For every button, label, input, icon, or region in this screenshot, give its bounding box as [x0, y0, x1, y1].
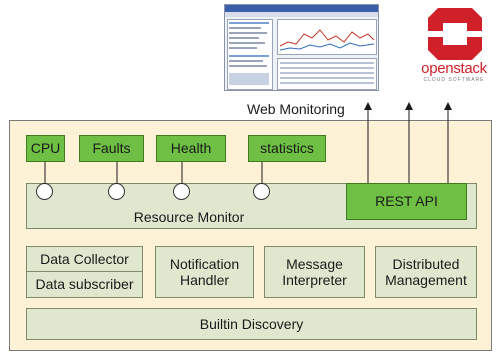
rest-api-module: REST API: [346, 183, 467, 220]
web-monitoring-screenshot: [224, 4, 379, 91]
cpu-module: CPU: [26, 135, 65, 162]
message-interpreter: Message Interpreter: [264, 246, 365, 298]
data-collector-group: Data Collector Data subscriber: [26, 246, 143, 298]
data-collector: Data Collector: [27, 247, 142, 272]
notification-handler: Notification Handler: [155, 246, 254, 298]
openstack-tagline: CLOUD SOFTWARE: [423, 77, 485, 83]
resource-monitor-label: Resource Monitor: [133, 208, 245, 225]
faults-module: Faults: [79, 135, 144, 162]
builtin-discovery: Builtin Discovery: [26, 308, 477, 340]
openstack-wordmark: openstack: [421, 60, 487, 77]
health-module: Health: [156, 135, 226, 162]
openstack-cube-icon: [428, 8, 482, 60]
data-subscriber: Data subscriber: [35, 276, 134, 293]
statistics-module: statistics: [248, 135, 326, 162]
openstack-logo: openstack CLOUD SOFTWARE: [407, 4, 501, 83]
distributed-management: Distributed Management: [375, 246, 477, 298]
web-monitoring-label: Web Monitoring: [247, 101, 345, 117]
